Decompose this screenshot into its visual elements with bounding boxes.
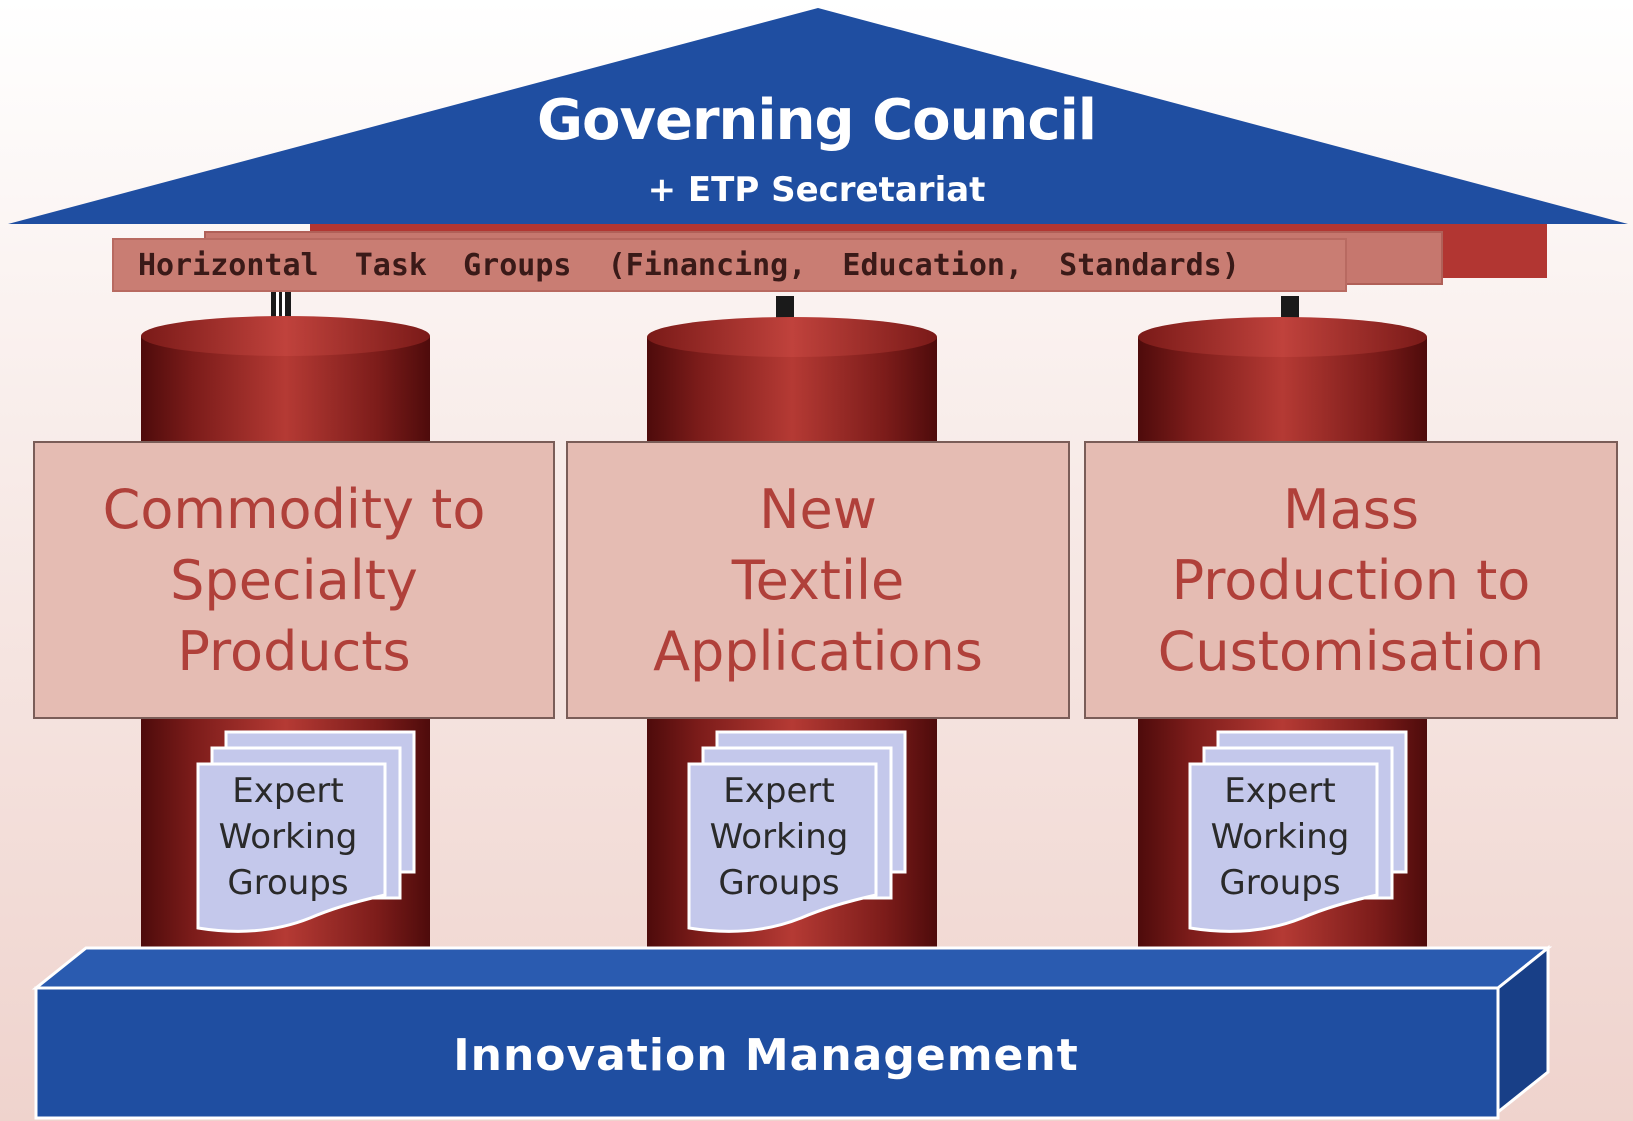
task-groups-label: Horizontal Task Groups (Financing, Educa… xyxy=(138,248,1240,283)
base-label: Innovation Management xyxy=(453,1030,1079,1081)
base-platform xyxy=(31,944,1553,1120)
pillar-label-2: New Textile Applications xyxy=(653,477,983,683)
pillar-label-3: Mass Production to Customisation xyxy=(1157,477,1545,683)
document-stack-2 xyxy=(687,730,907,933)
expert-working-groups-label-2: Expert Working Groups xyxy=(709,771,849,903)
expert-working-groups-label-3: Expert Working Groups xyxy=(1210,771,1350,903)
expert-working-groups-label-1: Expert Working Groups xyxy=(218,771,358,903)
document-stack-1 xyxy=(196,730,416,933)
pillar-label-1: Commodity to Specialty Products xyxy=(102,477,486,683)
roof-triangle xyxy=(8,8,1628,224)
pillar-box-2: New Textile Applications xyxy=(566,441,1070,719)
document-stack-3 xyxy=(1188,730,1408,933)
roof-beam-mid xyxy=(310,224,1547,234)
pillar-box-3: Mass Production to Customisation xyxy=(1084,441,1618,719)
roof-title: Governing Council xyxy=(537,88,1097,153)
roof-subtitle: + ETP Secretariat xyxy=(647,170,986,210)
task-groups-bar: Horizontal Task Groups (Financing, Educa… xyxy=(112,238,1347,292)
pillar-box-1: Commodity to Specialty Products xyxy=(33,441,555,719)
